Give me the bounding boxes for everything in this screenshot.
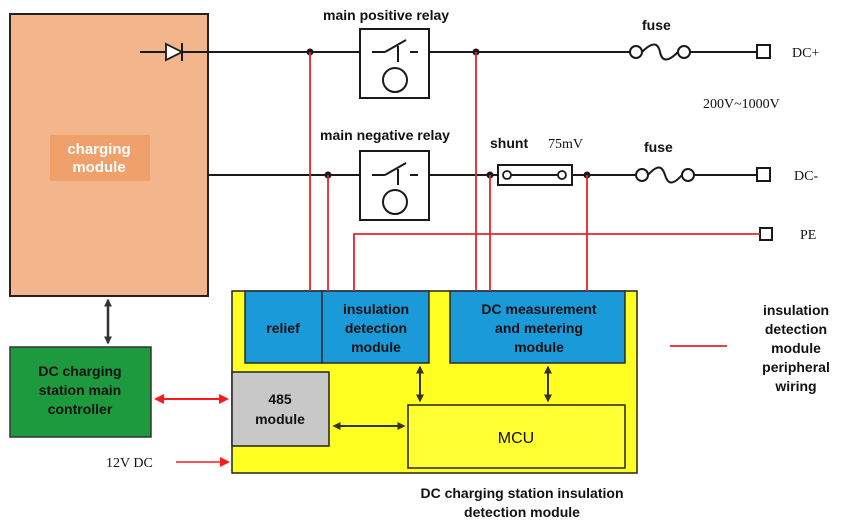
charging-module-label: charging [67,141,130,158]
relief-module [244,290,323,364]
mcu-block [407,404,626,469]
main-negative-relay [359,150,430,221]
caption-2: detection module [464,504,580,520]
insulation-detection-module [321,290,430,364]
insulation-detection-label-2: detection [345,320,407,336]
voltage-range-label: 200V~1000V [703,97,780,112]
peripheral-wiring [309,52,760,291]
dc-plus-label: DC+ [792,46,819,61]
legend-label-4: peripheral [762,359,830,375]
controller-label-3: controller [48,401,113,417]
dc-measurement-module [449,290,626,364]
fuse-top-icon [629,43,691,61]
diode-icon [165,42,185,62]
pe-terminal [759,227,773,241]
main-controller [9,346,152,438]
main-negative-relay-label: main negative relay [320,127,450,143]
mcu-label: MCU [498,430,534,447]
insulation-detection-label-3: module [351,339,401,355]
charging-module-label-2: module [72,159,125,176]
dc-measurement-label-3: module [514,339,564,355]
supply-12v-label: 12V DC [106,456,153,471]
pe-label: PE [800,228,816,243]
fuse-bottom-label: fuse [644,139,673,155]
fuse-bottom-icon [635,166,695,184]
shunt-icon [497,164,573,186]
module-485 [231,371,330,447]
fuse-top-label: fuse [642,17,671,33]
dc-measurement-label: DC measurement [481,301,596,317]
module-485-label: 485 [268,391,292,407]
main-positive-relay [359,28,430,99]
charging-module-label-bg [50,135,150,181]
shunt-value-label: 75mV [548,137,583,152]
dc-minus-label: DC- [794,169,818,184]
insulation-detection-label: insulation [343,301,409,317]
module-485-label-2: module [255,411,305,427]
controller-label: DC charging [38,363,121,379]
shunt-label: shunt [490,135,528,151]
main-positive-relay-label: main positive relay [323,7,449,23]
relief-label: relief [266,320,300,336]
caption: DC charging station insulation [420,485,623,501]
controller-label-2: station main [39,382,121,398]
dc-plus-terminal [756,44,771,59]
dc-minus-terminal [756,167,771,182]
legend-label-2: detection [765,321,827,337]
dc-measurement-label-2: and metering [495,320,583,336]
legend-label-5: wiring [774,378,816,394]
legend-label-3: module [771,340,821,356]
legend-label: insulation [763,302,829,318]
